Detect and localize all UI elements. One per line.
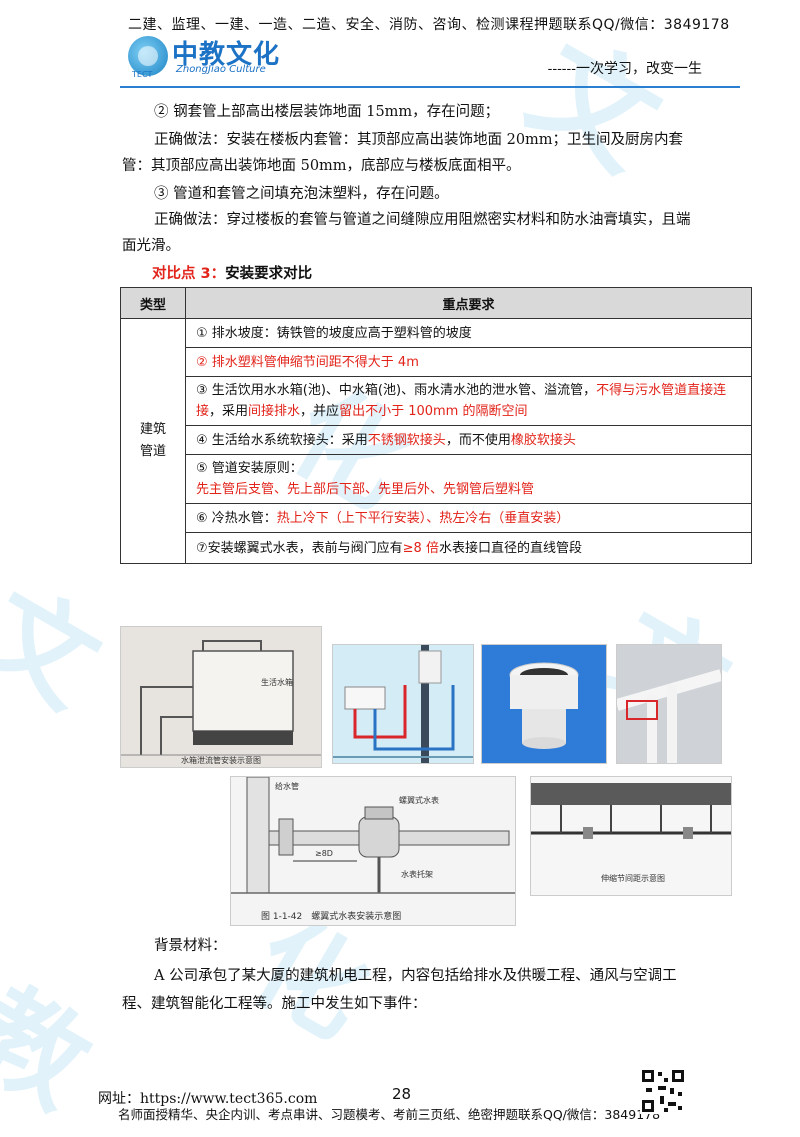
- req-4-d: 橡胶软接头: [510, 432, 576, 448]
- background-paragraph-b: 程、建筑智能化工程等。施工中发生如下事件：: [122, 996, 427, 1012]
- comparison-title: 对比点 3：安装要求对比: [152, 262, 312, 283]
- watermark: 文: [0, 565, 120, 732]
- joint-spacing-caption: 伸缩节间距示意图: [601, 874, 665, 883]
- meter-dim-label: ≥8D: [315, 849, 333, 858]
- joint-spacing-figure: 伸缩节间距示意图: [530, 776, 732, 896]
- paragraph-4a: 正确做法：穿过楼板的套管与管道之间缝隙应用阻燃密实材料和防水油膏填实，且端: [154, 212, 691, 228]
- sink-supply-figure: [332, 644, 474, 764]
- req-7: ⑦安装螺翼式水表，表前与阀门应有≥8 倍水表接口直径的直线管段: [185, 532, 752, 564]
- tank-label: 生活水箱: [261, 678, 293, 687]
- req-4-c: ，而不使用: [445, 432, 511, 448]
- comparison-label: 对比点 3：: [152, 266, 226, 282]
- header-divider: [120, 86, 740, 88]
- req-4: ④ 生活给水系统软接头：采用不锈钢软接头，而不使用橡胶软接头: [185, 425, 752, 455]
- header-requirements: 重点要求: [185, 287, 752, 319]
- req-3-f: 留出不小于 100mm 的隔断空间: [339, 404, 528, 419]
- req-3-c: ，采用: [209, 404, 249, 419]
- logo-icon: [128, 36, 168, 76]
- table-row: ⑤ 管道安装原则： 先主管后支管、先上部后下部、先里后外、先钢管后塑料管: [121, 454, 752, 504]
- table-row: 建筑 管道 ① 排水坡度：铸铁管的坡度应高于塑料管的坡度: [120, 318, 752, 564]
- brand-logo: 中教文化 ZhongJiao Culture TECT: [128, 36, 288, 80]
- page-number: 28: [392, 1085, 412, 1103]
- table-row: ③ 生活饮用水水箱(池)、中水箱(池)、雨水清水池的泄水管、溢流管，不得与污水管…: [121, 376, 752, 426]
- req-7-a: ⑦安装螺翼式水表，表前与阀门应有: [196, 540, 403, 556]
- req-3-e: ，并应: [300, 404, 340, 419]
- type-line-1: 建筑: [139, 422, 166, 437]
- tank-drain-figure: 生活水箱 水箱泄流管安装示意图: [120, 626, 322, 768]
- paragraph-2b: 管：其顶部应高出装饰地面 50mm，底部应与楼板底面相平。: [122, 158, 521, 174]
- req-2: ② 排水塑料管伸缩节间距不得大于 4m: [185, 347, 752, 377]
- table-row: ④ 生活给水系统软接头：采用不锈钢软接头，而不使用橡胶软接头: [121, 425, 752, 455]
- req-6-a: ⑥ 冷热水管：: [196, 510, 277, 526]
- logo-name: 中教文化: [172, 40, 281, 70]
- req-5-b: 先主管后支管、先上部后下部、先里后外、先钢管后塑料管: [196, 482, 535, 497]
- table-row: ⑥ 冷热水管：热上冷下（上下平行安装）、热左冷右（垂直安装）: [121, 503, 752, 533]
- req-3-d: 间接排水: [248, 404, 301, 419]
- pipe-photo: [616, 644, 722, 764]
- pipe-photo-drawing: [617, 645, 721, 763]
- logo-subtitle: ZhongJiao Culture: [176, 64, 266, 75]
- req-1: ① 排水坡度：铸铁管的坡度应高于塑料管的坡度: [185, 318, 752, 348]
- background-heading: 背景材料：: [154, 938, 227, 954]
- sink-supply-drawing: [333, 645, 473, 763]
- type-cell: 建筑 管道: [120, 318, 186, 564]
- paragraph-1: ② 钢套管上部高出楼层装饰地面 15mm，存在问题；: [154, 104, 500, 120]
- header-slogan: ------一次学习，改变一生: [547, 61, 702, 77]
- expansion-joint-drawing: [482, 645, 606, 763]
- paragraph-3: ③ 管道和套管之间填充泡沫塑料，存在问题。: [154, 186, 449, 202]
- meter-support-label: 水表托架: [401, 870, 433, 879]
- background-paragraph-a: A 公司承包了某大厦的建筑机电工程，内容包括给排水及供暖工程、通风与空调工: [154, 968, 677, 984]
- req-3-a: ③ 生活饮用水水箱(池)、中水箱(池)、雨水清水池的泄水管、溢流管，: [196, 383, 597, 398]
- comparison-heading: 安装要求对比: [225, 266, 313, 282]
- tank-caption: 水箱泄流管安装示意图: [181, 756, 261, 765]
- water-meter-figure: 给水管 螺翼式水表 水表托架 ≥8D 图 1-1-42 螺翼式水表安装示意图: [230, 776, 516, 926]
- meter-label: 螺翼式水表: [399, 796, 439, 805]
- requirements-table: 类型 重点要求 建筑 管道 ① 排水坡度：铸铁管的坡度应高于塑料管的坡度 ② 排…: [120, 287, 752, 564]
- req-3-b: 不得与污水管道直接连接: [196, 383, 727, 419]
- req-5-a: ⑤ 管道安装原则：: [196, 461, 303, 476]
- qr-code-icon: [640, 1068, 686, 1114]
- type-line-2: 管道: [139, 444, 166, 459]
- footer-contact-line: 名师面授精华、央企内训、考点串讲、习题模考、考前三页纸、绝密押题联系QQ/微信：…: [118, 1107, 661, 1122]
- req-4-b: 不锈钢软接头: [367, 432, 446, 448]
- req-3: ③ 生活饮用水水箱(池)、中水箱(池)、雨水清水池的泄水管、溢流管，不得与污水管…: [185, 376, 752, 426]
- req-6-b: 热上冷下（上下平行安装）、热左冷右（垂直安装）: [276, 510, 570, 526]
- paragraph-4b: 面光滑。: [122, 238, 180, 254]
- meter-pipe-label: 给水管: [275, 782, 299, 791]
- joint-spacing-drawing: [531, 777, 731, 895]
- table-row: ⑦安装螺翼式水表，表前与阀门应有≥8 倍水表接口直径的直线管段: [121, 532, 752, 564]
- table-header-row: 类型 重点要求: [120, 287, 752, 319]
- paragraph-2a: 正确做法：安装在楼板内套管：其顶部应高出装饰地面 20mm；卫生间及厨房内套: [154, 132, 684, 148]
- water-meter-drawing: [231, 777, 515, 925]
- header-type: 类型: [120, 287, 186, 319]
- req-7-c: 水表接口直径的直线管段: [438, 540, 582, 556]
- table-row: ② 排水塑料管伸缩节间距不得大于 4m: [121, 347, 752, 377]
- req-4-a: ④ 生活给水系统软接头：采用: [196, 432, 368, 448]
- footer-website: 网址：https://www.tect365.com: [98, 1091, 318, 1107]
- req-5: ⑤ 管道安装原则： 先主管后支管、先上部后下部、先里后外、先钢管后塑料管: [185, 454, 752, 504]
- logo-tect: TECT: [132, 70, 153, 79]
- expansion-joint-photo: [481, 644, 607, 764]
- header-contact-line: 二建、监理、一建、一造、二造、安全、消防、咨询、检测课程押题联系QQ/微信：38…: [128, 17, 730, 33]
- req-7-b: ≥8 倍: [402, 540, 439, 556]
- req-6: ⑥ 冷热水管：热上冷下（上下平行安装）、热左冷右（垂直安装）: [185, 503, 752, 533]
- meter-caption: 图 1-1-42 螺翼式水表安装示意图: [261, 912, 402, 922]
- tank-drain-drawing: [121, 627, 321, 767]
